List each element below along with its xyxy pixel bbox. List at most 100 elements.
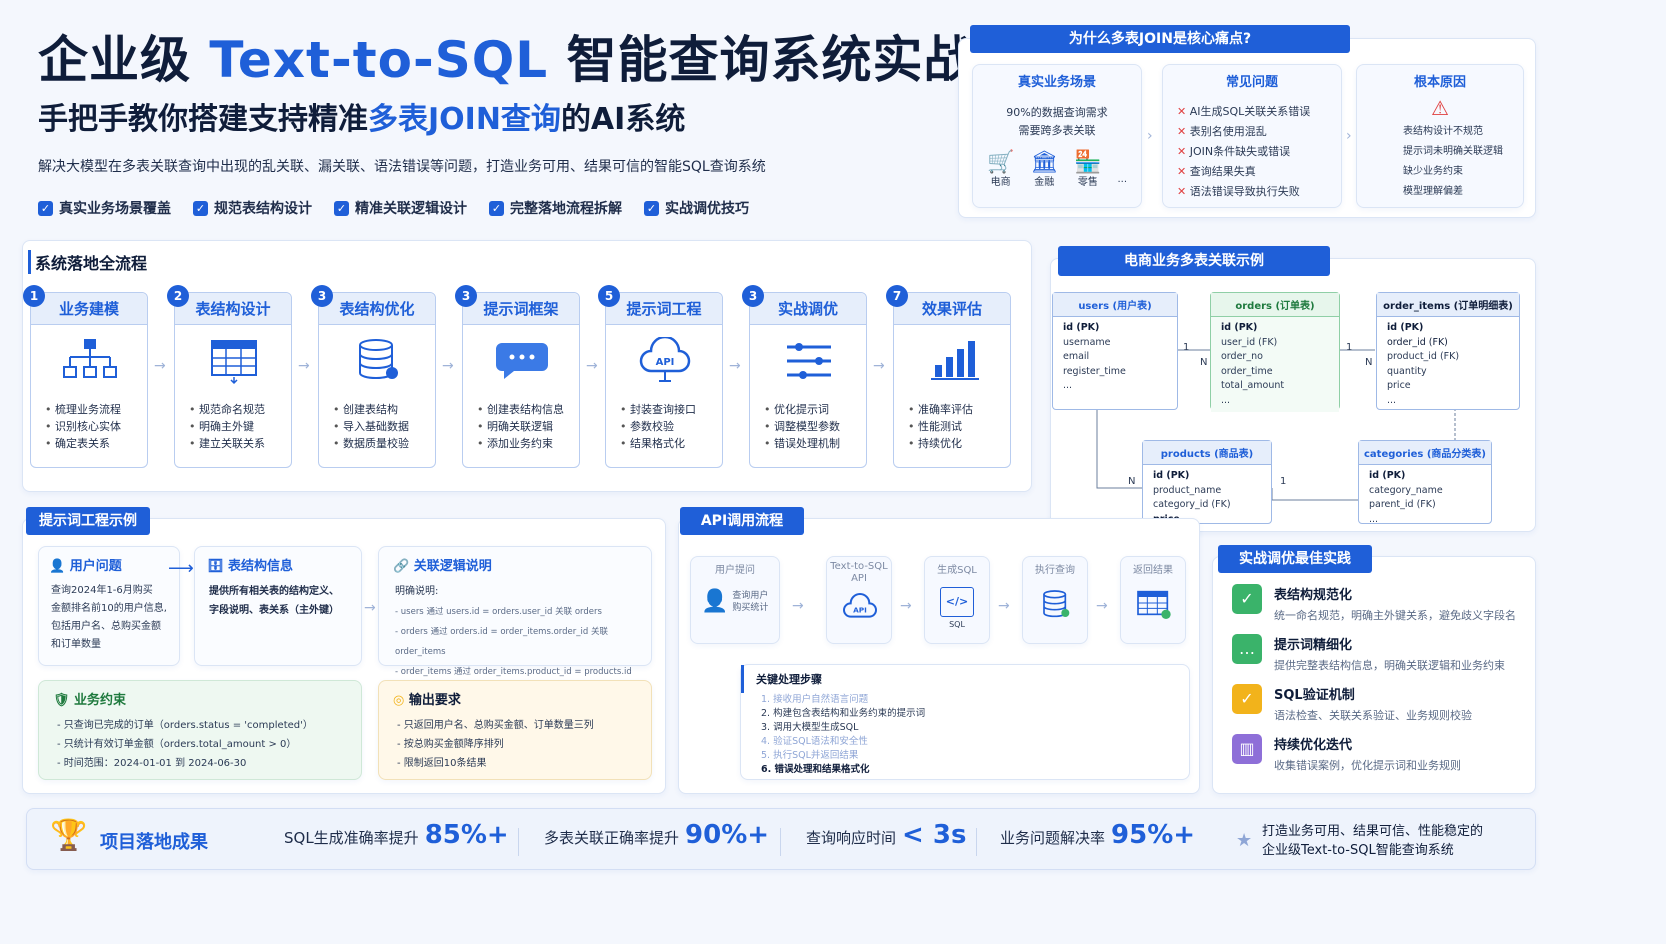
step-number: 1	[23, 285, 45, 307]
best-practice-item: … 提示词精细化提供完整表结构信息，明确关联逻辑和业务约束	[1232, 634, 1505, 673]
person-icon: 👤	[701, 589, 729, 614]
arrow-icon: ›	[1346, 128, 1352, 144]
er-tab: 电商业务多表关联示例	[1058, 246, 1330, 276]
key-steps-title: 关键处理步骤	[741, 665, 1189, 693]
problems-title: 常见问题	[1225, 75, 1278, 90]
output-requirement-box: ◎ 输出要求 - 只返回用户名、总购买金额、订单数量三列- 按总购买金额降序排列…	[378, 680, 652, 780]
code-icon: </>	[940, 587, 974, 617]
page-description: 解决大模型在多表关联查询中出现的乱关联、漏关联、语法错误等问题，打造业务可用、结…	[38, 159, 766, 175]
api-tab: API调用流程	[680, 507, 804, 535]
er-table-name: users (用户表)	[1053, 293, 1177, 317]
api-user-content: 👤查询用户购买统计	[691, 579, 779, 614]
feature-checklist: ✓真实业务场景覆盖 ✓规范表结构设计 ✓精准关联逻辑设计 ✓完整落地流程拆解 ✓…	[38, 198, 749, 218]
step-items: 梳理业务流程识别核心实体确定表关系	[45, 401, 121, 452]
join-logic-box: 🔗 关联逻辑说明 明确说明:- users 通过 users.id = orde…	[378, 546, 652, 697]
api-sql-label: 生成SQL	[937, 565, 977, 576]
join-logic-title: 🔗 关联逻辑说明	[393, 559, 492, 574]
step-title: 效果评估	[894, 293, 1010, 325]
cross-icon: ✕	[1177, 165, 1187, 178]
step-title: 提示词工程	[606, 293, 722, 325]
step-items: 创建表结构导入基础数据数据质量校验	[333, 401, 409, 452]
chat-bubble-icon	[496, 343, 548, 379]
best-practice-item: ▥ 持续优化迭代收集错误案例，优化提示词和业务规则	[1232, 734, 1461, 773]
causes-title: 根本原因	[1413, 75, 1466, 90]
flow-step: 1 业务建模 梳理业务流程识别核心实体确定表关系	[23, 285, 148, 468]
cardinality-many: N	[1200, 357, 1208, 368]
cause-item: 缺少业务约束	[1403, 166, 1463, 177]
cause-item: 模型理解偏差	[1403, 186, 1463, 197]
api-user-text: 查询用户购买统计	[732, 590, 769, 613]
problem-item: ✕ JOIN条件缺失或错误	[1177, 145, 1291, 158]
database-icon: 🗄	[207, 559, 224, 574]
flow-step: 5 提示词工程 API 封装查询接口参数校验结果格式化	[598, 285, 723, 468]
warning-icon: ⚠	[1431, 96, 1449, 120]
why-join-tab: 为什么多表JOIN是核心痛点?	[970, 25, 1350, 53]
checkbox-icon: ✓	[193, 200, 208, 216]
arrow-icon: →	[900, 598, 912, 614]
cause-item: 表结构设计不规范	[1403, 126, 1483, 137]
step-number: 3	[455, 285, 477, 307]
bank-icon: 🏛金融	[1030, 150, 1059, 188]
arrow-icon: →	[298, 358, 310, 374]
bar-chart-icon	[931, 341, 979, 380]
target-icon: ◎	[393, 693, 405, 708]
divider	[780, 828, 781, 856]
arrow-icon: ⟶	[168, 558, 194, 579]
user-question-text: 查询2024年1-6月购买金额排名前10的用户信息,包括用户名、总购买金额和订单…	[51, 585, 167, 650]
trophy-icon: 🏆	[50, 818, 88, 853]
feature-item: ✓精准关联逻辑设计	[334, 198, 467, 218]
user-question-box: 👤 用户问题 查询2024年1-6月购买金额排名前10的用户信息,包括用户名、总…	[38, 546, 180, 666]
page-title: 企业级 Text-to-SQL 智能查询系统实战	[38, 31, 975, 89]
feature-item: ✓完整落地流程拆解	[489, 198, 622, 218]
sliders-icon	[787, 343, 831, 379]
svg-text:API: API	[853, 606, 867, 615]
cross-icon: ✕	[1177, 125, 1187, 138]
api-sql-tag: SQL	[949, 620, 965, 629]
link-icon: 🔗	[393, 559, 410, 574]
step-number: 5	[598, 285, 620, 307]
er-table-name: products (商品表)	[1143, 441, 1271, 465]
step-title: 表结构设计	[175, 293, 291, 325]
cross-icon: ✕	[1177, 145, 1187, 158]
scenario-column: 真实业务场景 90%的数据查询需求需要跨多表关联 🛒电商 🏛金融 🏪零售 ...	[972, 64, 1142, 208]
er-table-name: order_items (订单明细表)	[1377, 293, 1519, 317]
chart-icon: ▥	[1232, 734, 1262, 764]
hierarchy-icon	[63, 339, 117, 378]
shield-icon: ✓	[1232, 684, 1262, 714]
flow-step: 2 表结构设计 规范命名规范明确主外键建立关联关系	[167, 285, 292, 468]
key-steps-box: 关键处理步骤 1. 接收用户自然语言问题 2. 构建包含表结构和业务约束的提示词…	[740, 664, 1190, 780]
step-items: 封装查询接口参数校验结果格式化	[620, 401, 696, 452]
step-title: 表结构优化	[319, 293, 435, 325]
feature-item: ✓规范表结构设计	[193, 198, 312, 218]
user-question-title: 👤 用户问题	[49, 559, 122, 574]
problem-item: ✕ AI生成SQL关联关系错误	[1177, 105, 1311, 118]
causes-column: 根本原因 ⚠ 表结构设计不规范 提示词未明确关联逻辑 缺少业务约束 模型理解偏差	[1356, 64, 1524, 208]
database-icon	[359, 339, 398, 380]
scenario-text: 90%的数据查询需求需要跨多表关联	[1006, 106, 1108, 137]
best-practice-panel	[1212, 556, 1536, 794]
scenario-title: 真实业务场景	[1017, 75, 1096, 90]
step-number: 3	[742, 285, 764, 307]
step-number: 7	[886, 285, 908, 307]
er-table-name: orders (订单表)	[1211, 293, 1339, 317]
ecommerce-icon: 🛒电商	[986, 150, 1015, 188]
arrow-icon: →	[154, 358, 166, 374]
step-items: 规范命名规范明确主外键建立关联关系	[189, 401, 265, 452]
problem-item: ✕ 查询结果失真	[1177, 165, 1256, 178]
results-summary: 打造业务可用、结果可信、性能稳定的企业级Text-to-SQL智能查询系统	[1262, 824, 1484, 858]
chat-icon: …	[1232, 634, 1262, 664]
prompt-tab: 提示词工程示例	[26, 507, 150, 535]
er-table-name: categories (商品分类表)	[1359, 441, 1491, 465]
flow-step: 7 效果评估 准确率评估性能测试持续优化	[886, 285, 1011, 468]
check-doc-icon: ✓	[1232, 584, 1262, 614]
step-number: 3	[311, 285, 333, 307]
divider	[518, 828, 519, 856]
cardinality-one: 1	[1280, 476, 1287, 487]
